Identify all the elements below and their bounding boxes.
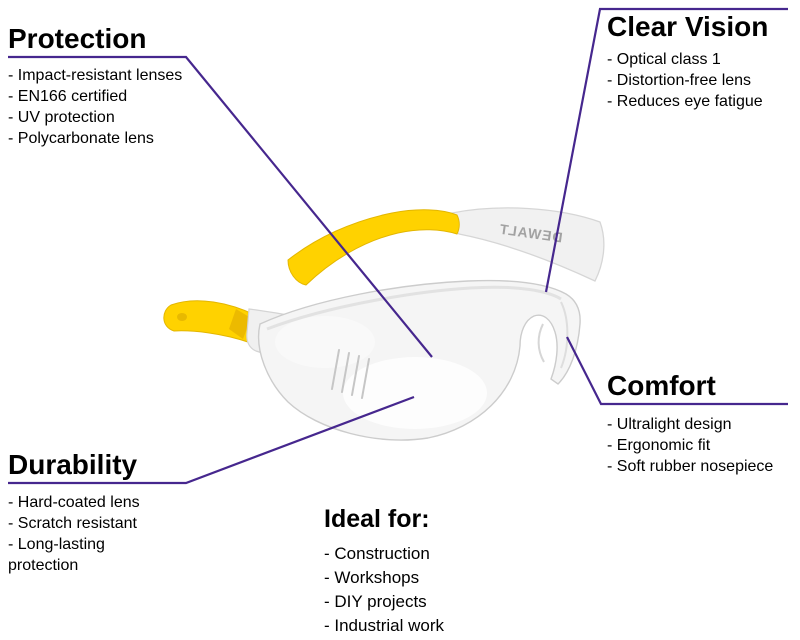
protection-item: - UV protection <box>8 109 115 126</box>
clear-vision-items: - Optical class 1 - Distortion-free lens… <box>607 49 793 112</box>
callout-clear-vision: Clear Vision - Optical class 1 - Distort… <box>607 12 793 112</box>
protection-title: Protection <box>8 23 147 54</box>
protection-items: - Impact-resistant lenses - EN166 certif… <box>8 65 184 149</box>
clear-vision-item: - Distortion-free lens <box>607 72 752 89</box>
right-temple-frosted <box>450 207 605 282</box>
durability-items: - Hard-coated lens - Scratch resistant -… <box>8 492 160 576</box>
comfort-title: Comfort <box>607 370 716 401</box>
lens-highlight-low <box>343 357 487 429</box>
comfort-leader-line <box>566 336 788 406</box>
comfort-items: - Ultralight design - Ergonomic fit - So… <box>607 414 799 477</box>
protection-item: - EN166 certified <box>8 88 128 105</box>
durability-item: - Scratch resistant <box>8 515 137 532</box>
left-temple-fold <box>229 309 251 339</box>
callout-comfort: Comfort - Ultralight design - Ergonomic … <box>607 371 799 477</box>
lens-highlight-high <box>275 316 375 368</box>
safety-glasses-illustration: DEWALT DEWALT <box>163 207 605 441</box>
right-temple-yellow <box>287 209 460 286</box>
ideal-for-title: Ideal for: <box>324 505 430 533</box>
ideal-for-items: - Construction - Workshops - DIY project… <box>324 542 534 638</box>
durability-item: - Long-lasting protection <box>8 536 105 574</box>
leader-lines <box>8 7 788 485</box>
right-lens-edge <box>560 301 569 369</box>
clear-vision-leader-line <box>544 7 788 293</box>
protection-leader-line <box>8 55 433 358</box>
ideal-for-item: - Workshops <box>324 568 420 587</box>
clear-vision-item: - Reduces eye fatigue <box>607 93 763 110</box>
durability-item: - Hard-coated lens <box>8 494 140 511</box>
comfort-item: - Soft rubber nosepiece <box>607 458 774 475</box>
callout-durability: Durability - Hard-coated lens - Scratch … <box>8 450 160 576</box>
clear-vision-title: Clear Vision <box>607 11 769 42</box>
vent-slits <box>331 349 370 399</box>
comfort-item: - Ergonomic fit <box>607 437 711 454</box>
ideal-for-item: - Industrial work <box>324 616 444 635</box>
ideal-for-item: - DIY projects <box>324 592 427 611</box>
lens-top-shading <box>266 285 562 331</box>
callout-protection: Protection - Impact-resistant lenses - E… <box>8 24 184 149</box>
protection-item: - Polycarbonate lens <box>8 130 154 147</box>
protection-item: - Impact-resistant lenses <box>8 67 183 84</box>
comfort-item: - Ultralight design <box>607 416 732 433</box>
rubber-nosepiece <box>537 323 545 363</box>
durability-leader-line <box>8 395 415 485</box>
durability-title: Durability <box>8 449 138 480</box>
clear-vision-item: - Optical class 1 <box>607 51 721 68</box>
ideal-for-item: - Construction <box>324 544 430 563</box>
left-temple-mold-dot <box>177 313 187 321</box>
callout-ideal-for: Ideal for: - Construction - Workshops - … <box>324 505 534 638</box>
